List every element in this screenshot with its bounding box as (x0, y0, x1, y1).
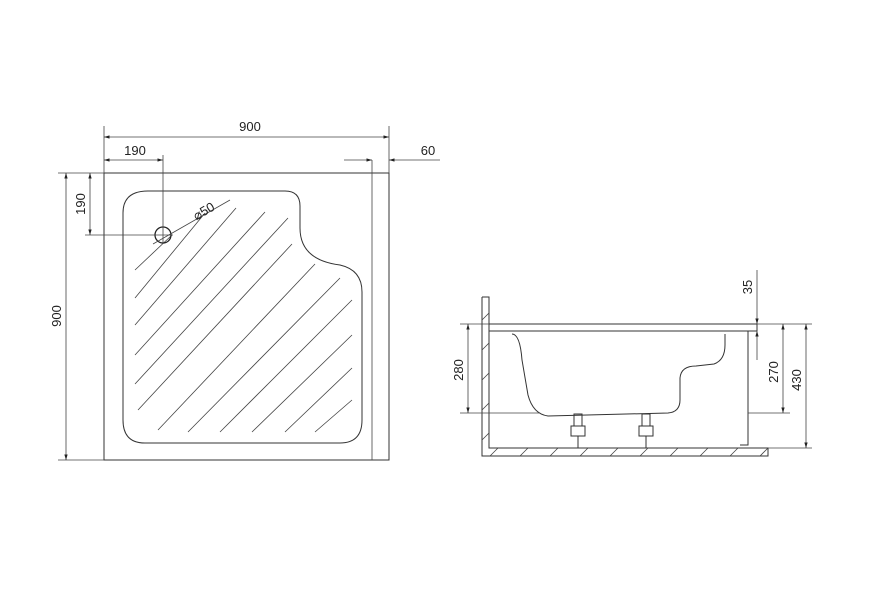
height-label: 900 (49, 305, 64, 327)
basin-outline (122, 190, 363, 444)
plan-view: 900 190 60 900 190 ⌀50 (49, 119, 440, 461)
width-label: 900 (239, 119, 261, 134)
anti-slip-stripes (134, 207, 353, 433)
rim-label: 60 (421, 143, 435, 158)
floor-hatch (489, 447, 769, 457)
inner-depth-label: 280 (451, 359, 466, 381)
total-height-label: 430 (789, 369, 804, 391)
rim-height-label: 35 (740, 280, 755, 294)
tray-height-label: 270 (766, 361, 781, 383)
drain-x-label: 190 (124, 143, 146, 158)
tray-outline (103, 172, 390, 461)
tray-profile (489, 323, 758, 446)
support-feet (570, 413, 654, 448)
side-view: 280 35 270 430 (451, 270, 812, 457)
drain-diameter-label: ⌀50 (190, 199, 217, 223)
drain-y-label: 190 (73, 193, 88, 215)
drain-leader (152, 199, 231, 245)
